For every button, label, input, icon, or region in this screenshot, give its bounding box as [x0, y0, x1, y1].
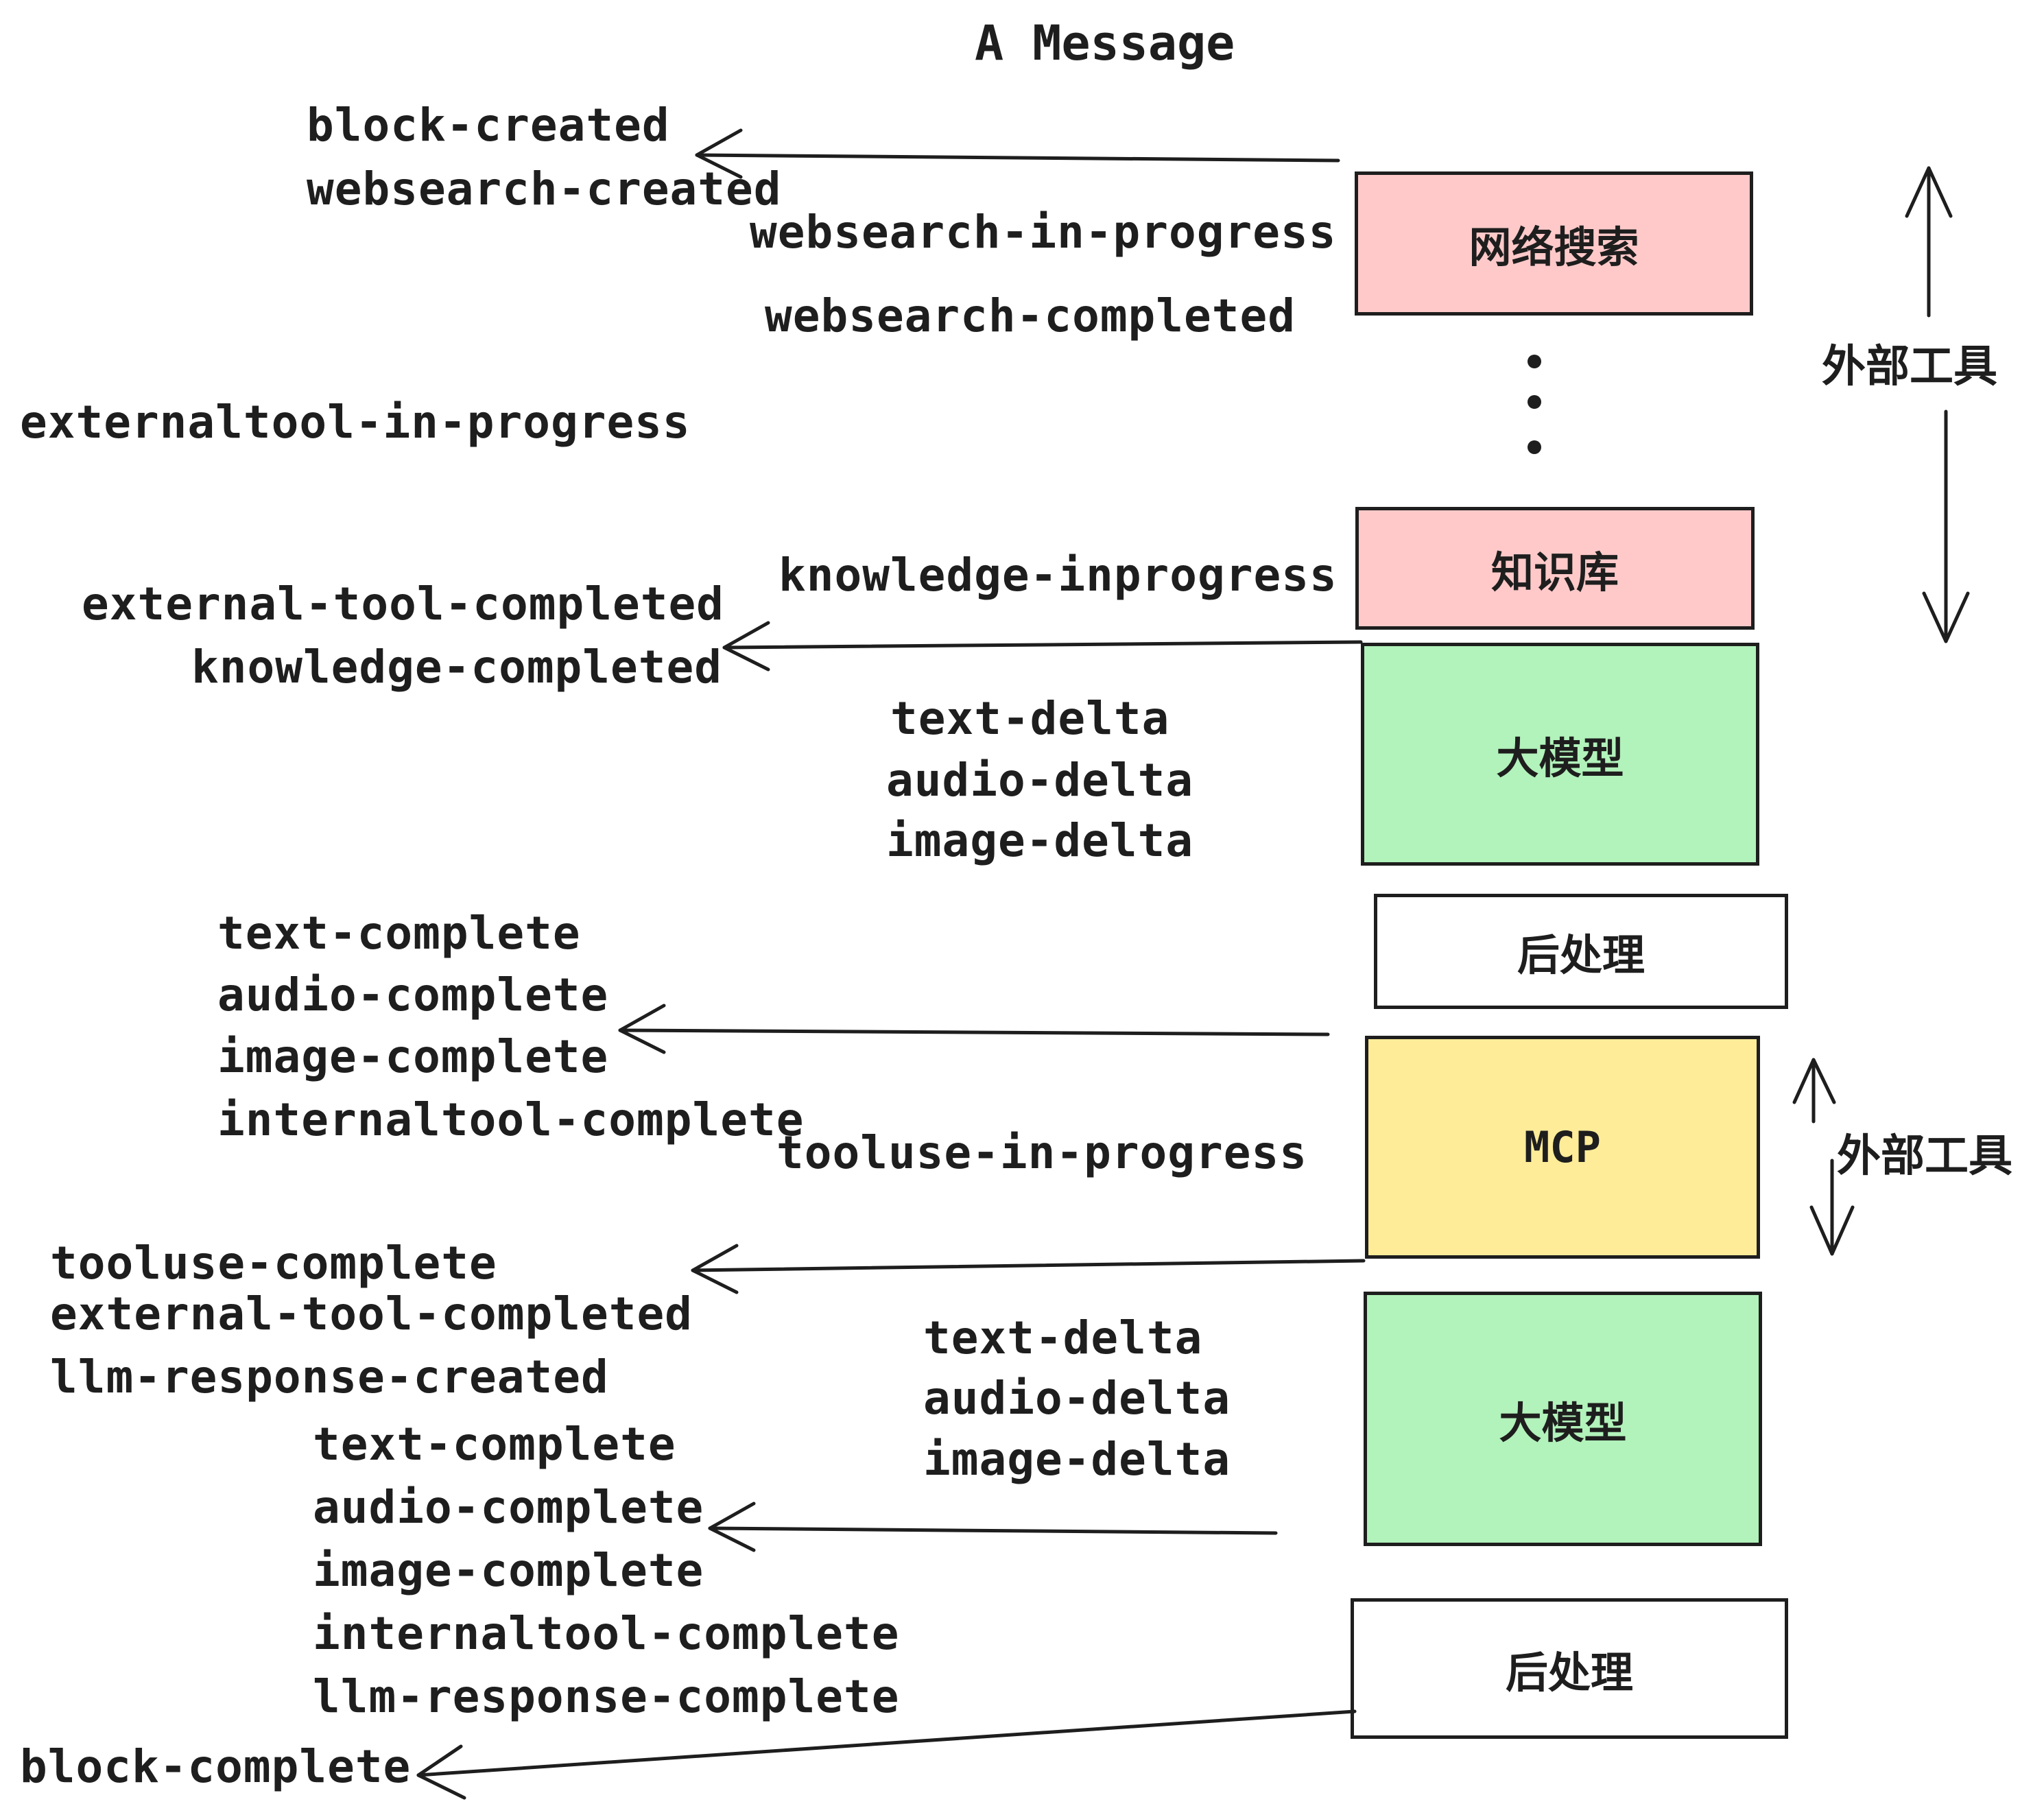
event-label-image-complete-2: image-complete	[313, 1544, 704, 1597]
arrow-to-block-complete	[416, 1709, 1357, 1800]
box-llm-1: 大模型	[1361, 643, 1759, 866]
event-label-text-delta-2: text-delta	[923, 1312, 1203, 1364]
arrow-to-image-complete	[618, 1004, 1330, 1054]
box-llm-2: 大模型	[1364, 1292, 1762, 1546]
event-label-knowledge-completed: knowledge-completed	[191, 641, 722, 693]
box-post-processing-1: 后处理	[1374, 894, 1788, 1009]
ellipsis-dot	[1528, 440, 1541, 454]
external-tools-up-arrow-1	[1905, 166, 1953, 318]
ellipsis-dot	[1528, 355, 1541, 368]
box-web-search: 网络搜索	[1355, 171, 1753, 316]
arrow-to-audio-complete	[708, 1502, 1278, 1552]
box-llm-2-label: 大模型	[1499, 1399, 1627, 1447]
event-label-tooluse-complete: tooluse-complete	[50, 1237, 497, 1290]
event-label-internaltool-complete-2: internaltool-complete	[313, 1607, 900, 1660]
box-post-processing-1-label: 后处理	[1517, 932, 1645, 980]
box-mcp: MCP	[1365, 1036, 1760, 1259]
event-label-block-created: block-created	[307, 99, 670, 152]
event-label-tooluse-in-progress: tooluse-in-progress	[776, 1126, 1307, 1179]
box-llm-1-label: 大模型	[1496, 735, 1624, 783]
box-knowledge-base-label: 知识库	[1490, 549, 1619, 597]
event-label-websearch-completed: websearch-completed	[765, 289, 1296, 342]
event-label-image-delta-1: image-delta	[886, 814, 1194, 867]
event-label-websearch-created: websearch-created	[307, 163, 782, 215]
event-label-internaltool-complete-1: internaltool-complete	[217, 1093, 805, 1146]
box-web-search-label: 网络搜索	[1469, 224, 1639, 272]
event-label-llm-response-created: llm-response-created	[50, 1351, 609, 1403]
event-label-external-tool-completed: external-tool-completed	[82, 578, 724, 630]
box-post-processing-2-label: 后处理	[1505, 1649, 1633, 1697]
event-label-audio-complete-1: audio-complete	[217, 969, 609, 1021]
box-mcp-label: MCP	[1524, 1122, 1601, 1172]
arrow-to-knowledge-completed	[722, 621, 1363, 672]
event-label-audio-delta-1: audio-delta	[886, 754, 1194, 807]
annotation-external-tools-2: 外部工具	[1837, 1131, 2012, 1180]
arrow-to-block-created	[695, 128, 1340, 179]
event-label-llm-response-complete: llm-response-complete	[313, 1670, 900, 1723]
event-label-websearch-in-progress: websearch-in-progress	[750, 206, 1337, 259]
event-label-text-complete-2: text-complete	[313, 1418, 676, 1471]
external-tools-down-arrow-1	[1922, 410, 1970, 643]
ellipsis-dot	[1528, 395, 1541, 409]
event-label-image-delta-2: image-delta	[923, 1433, 1231, 1486]
box-post-processing-2: 后处理	[1351, 1598, 1788, 1739]
external-tools-up-arrow-2	[1792, 1058, 1836, 1124]
event-label-image-complete-1: image-complete	[217, 1030, 609, 1083]
event-label-text-complete-1: text-complete	[217, 907, 581, 960]
event-label-block-complete: block-complete	[20, 1740, 412, 1793]
page-title: A Message	[975, 15, 1235, 71]
event-label-knowledge-inprogress: knowledge-inprogress	[779, 549, 1338, 602]
arrow-to-tooluse-complete	[691, 1244, 1366, 1294]
event-label-audio-delta-2: audio-delta	[923, 1372, 1231, 1425]
event-label-external-tool-completed-2: external-tool-completed	[50, 1287, 693, 1340]
event-label-audio-complete-2: audio-complete	[313, 1481, 704, 1534]
event-label-text-delta-1: text-delta	[890, 692, 1170, 745]
annotation-external-tools-1: 外部工具	[1822, 342, 1997, 391]
box-knowledge-base: 知识库	[1355, 507, 1755, 630]
event-label-externaltool-in-progress: externaltool-in-progress	[20, 396, 691, 449]
